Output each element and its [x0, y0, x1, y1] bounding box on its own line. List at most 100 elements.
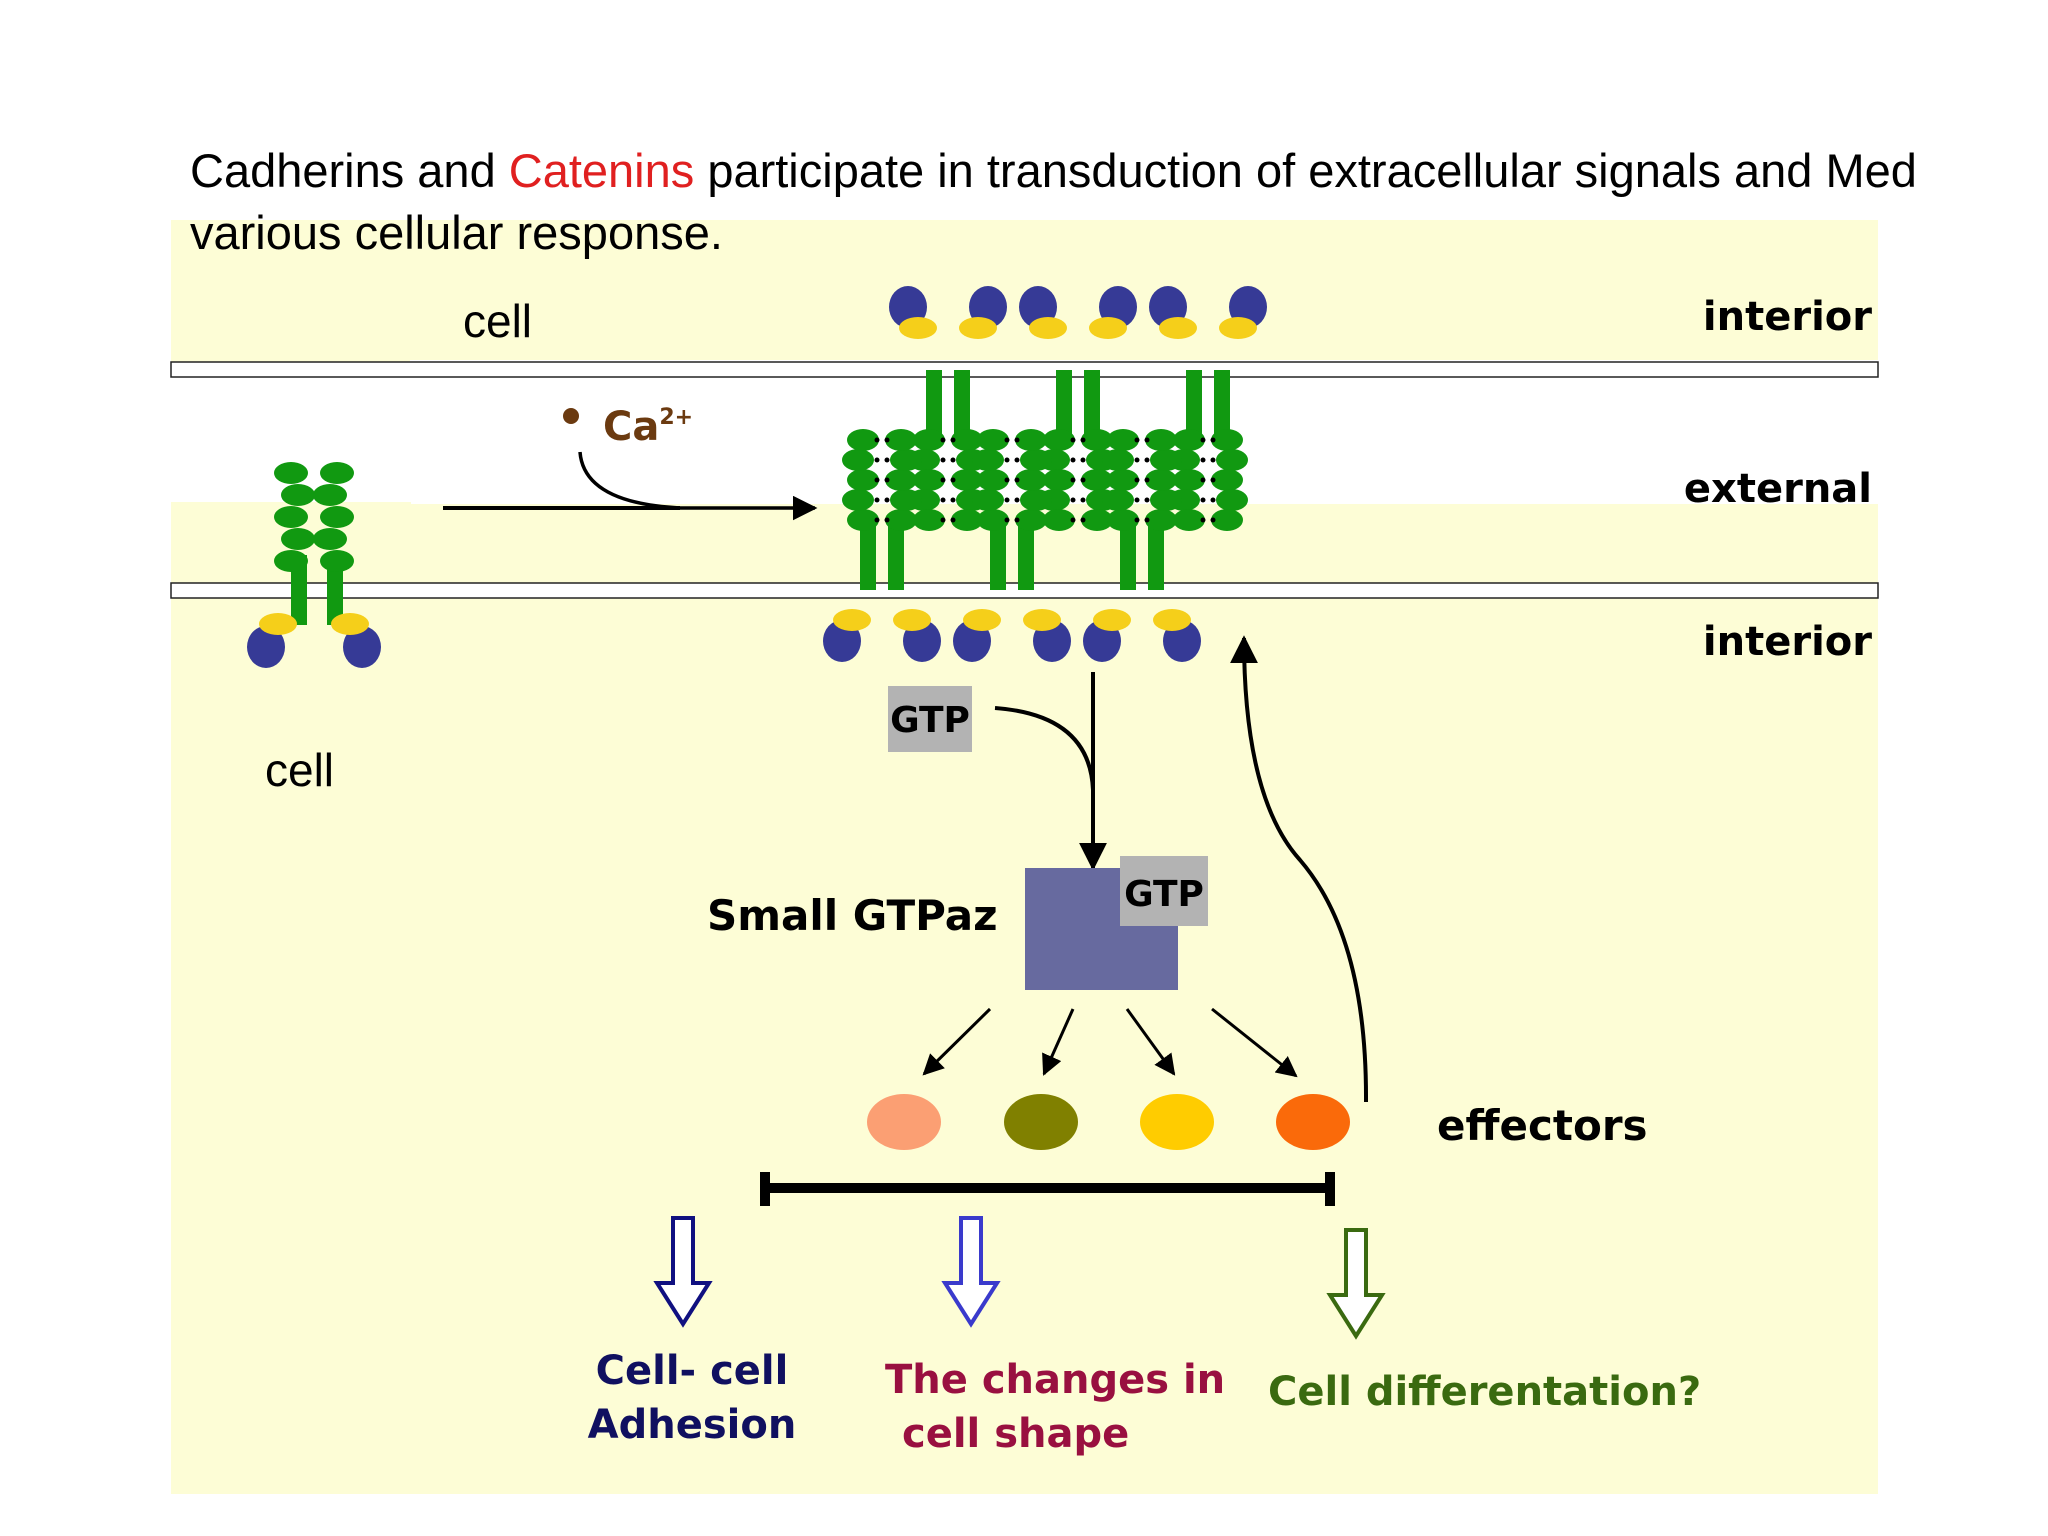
cadherin-domain [1173, 509, 1205, 531]
binding-dot [1144, 437, 1150, 443]
gtp-box-free [888, 686, 972, 752]
cadherin-stem [860, 520, 876, 590]
binding-dot [1144, 517, 1150, 523]
transition-arrow [578, 451, 818, 521]
effector-arrow-3 [1125, 1008, 1176, 1076]
cadherin-domain [1043, 469, 1075, 491]
effector-arrow-2 [1042, 1008, 1075, 1076]
cadherin-domain [913, 429, 945, 451]
catenin-yellow [1153, 609, 1191, 631]
gtp-loading-arrow [994, 706, 1095, 791]
title-line-2: various cellular response. [190, 206, 723, 259]
label-differentiation: Cell differentation? [1268, 1369, 1701, 1415]
binding-dot [1134, 437, 1140, 443]
binding-dot [1080, 477, 1086, 483]
cadherin-stem [1018, 520, 1034, 590]
binding-dot [884, 517, 890, 523]
cadherin-domain [1020, 449, 1052, 471]
binding-dot [874, 477, 880, 483]
cadherin-domain [951, 429, 983, 451]
cadherin-domain [320, 506, 354, 528]
title-line-1: Cadherins and Catenins participate in tr… [190, 140, 2030, 202]
binding-dot [1004, 437, 1010, 443]
binding-dot [940, 457, 946, 463]
binding-dot [1210, 437, 1216, 443]
outcome-arrow-differentiation [1326, 1228, 1386, 1340]
calcium-ion [563, 408, 579, 424]
cadherin-domain [281, 484, 315, 506]
cadherin-stem [1120, 520, 1136, 590]
catenin-blue [247, 626, 285, 668]
cadherin-domain [972, 489, 1004, 511]
binding-dot [1004, 477, 1010, 483]
cadherin-domain [1216, 449, 1248, 471]
catenin-yellow [959, 317, 997, 339]
cadherin-domain [1216, 489, 1248, 511]
background-upper-right [410, 360, 1878, 502]
binding-dot [874, 457, 880, 463]
binding-dot [1004, 457, 1010, 463]
label-gtp-free: GTP [890, 700, 970, 741]
cadherin-domain [320, 462, 354, 484]
binding-dot [1070, 497, 1076, 503]
catenin-yellow [331, 613, 369, 635]
binding-dot [1070, 437, 1076, 443]
binding-dot [1134, 457, 1140, 463]
binding-dot [940, 497, 946, 503]
catenin-yellow [1219, 317, 1257, 339]
binding-dot [1134, 497, 1140, 503]
binding-dot [884, 437, 890, 443]
title-text-2: participate in transduction of extracell… [694, 144, 1917, 197]
binding-dot [1014, 437, 1020, 443]
cadherin-domain [313, 484, 347, 506]
effector-4 [1276, 1094, 1350, 1150]
cadherin-domain [1020, 489, 1052, 511]
cadherin-stem [291, 555, 307, 625]
cadherin-domain [281, 528, 315, 550]
cadherin-domain [1015, 509, 1047, 531]
effector-arrow-1 [922, 1007, 992, 1076]
binding-dot [1210, 497, 1216, 503]
cadherin-domain [274, 506, 308, 528]
binding-dot [884, 477, 890, 483]
label-shape-1: The changes in [885, 1357, 1225, 1403]
label-interior-bottom: interior [1703, 619, 1872, 665]
background-upper [171, 220, 1878, 362]
cadherin-domain [1107, 509, 1139, 531]
binding-dot [1200, 517, 1206, 523]
cadherin-domain [1107, 469, 1139, 491]
label-cell-bottom: cell [265, 744, 334, 796]
binding-dot [1004, 497, 1010, 503]
title-catenins: Catenins [508, 144, 695, 197]
binding-dot [1134, 477, 1140, 483]
catenin-yellow [1089, 317, 1127, 339]
membrane-top [170, 361, 1879, 378]
effector-2 [1004, 1094, 1078, 1150]
catenin-blue [343, 626, 381, 668]
cadherin-domain [951, 509, 983, 531]
cadherin-domain [1107, 429, 1139, 451]
cadherin-domain [274, 550, 308, 572]
binding-dot [874, 437, 880, 443]
binding-dot [1200, 457, 1206, 463]
binding-dot [1200, 497, 1206, 503]
cadherin-domain [274, 462, 308, 484]
binding-dot [884, 457, 890, 463]
binding-dot [940, 437, 946, 443]
binding-dot [1210, 457, 1216, 463]
binding-dot [1070, 477, 1076, 483]
binding-dot [1014, 477, 1020, 483]
label-cell-top: cell [463, 295, 532, 347]
cadherin-stem [990, 520, 1006, 590]
cadherin-domain [1102, 489, 1134, 511]
binding-dot [1134, 517, 1140, 523]
catenin-yellow [1159, 317, 1197, 339]
cadherin-domain [320, 550, 354, 572]
label-interior-top: interior [1703, 294, 1872, 340]
binding-dot [1200, 477, 1206, 483]
binding-dot [1080, 517, 1086, 523]
cadherin-domain [842, 449, 874, 471]
binding-dot [1210, 477, 1216, 483]
cadherin-domain [1102, 449, 1134, 471]
